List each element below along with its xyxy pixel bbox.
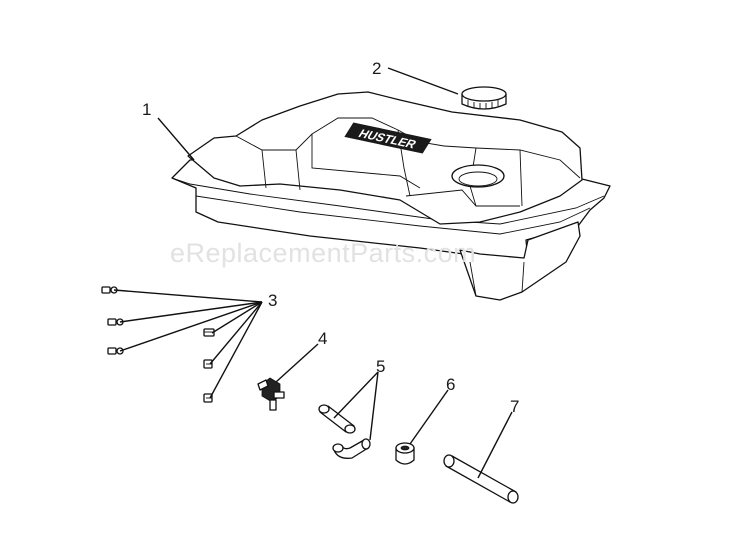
hose [318,404,356,434]
callout-5: 5 [376,357,385,376]
hose [332,438,371,459]
leader-lines [113,67,513,479]
fuel-line-part-7 [443,454,519,504]
shutoff-valve-part-4 [257,377,285,411]
callout-3: 3 [268,291,277,310]
grommet-part-6 [395,442,415,465]
callout-7: 7 [510,397,519,416]
clips-part-3 [101,286,215,403]
clip [203,359,213,369]
callout-2: 2 [372,59,381,78]
callout-6: 6 [446,375,455,394]
callout-1: 1 [142,100,151,119]
callout-4: 4 [318,329,327,348]
hoses-part-5 [318,404,371,459]
fuel-cap-part-2 [461,86,507,110]
fuel-tank-part-1: HUSTLER [171,91,611,301]
clip [107,347,124,355]
clip [203,393,213,403]
watermark-text: eReplacementParts.com [170,238,476,268]
